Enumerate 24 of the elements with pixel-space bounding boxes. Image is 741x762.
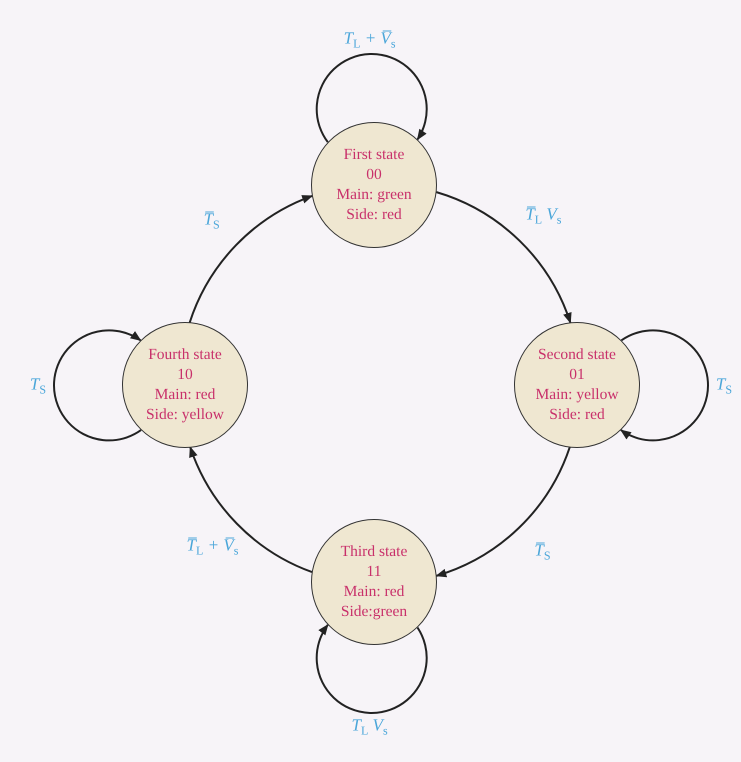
state-text: Main: red	[344, 582, 404, 602]
state-text: Second state	[538, 345, 616, 365]
state-text: First state	[344, 145, 404, 165]
state-text: 11	[366, 562, 382, 582]
state-text: Fourth state	[148, 345, 222, 365]
state-text: Main: yellow	[535, 385, 619, 405]
state-text: 10	[177, 365, 193, 385]
state-text: Main: red	[154, 385, 216, 405]
state-text: 00	[366, 165, 382, 185]
self-loop-arrow	[620, 329, 709, 442]
state-text: Side: red	[346, 205, 402, 225]
transition-arrow	[188, 194, 314, 324]
state-text: Third state	[340, 542, 408, 562]
self-loop-arrow	[316, 624, 428, 714]
state-text: 01	[569, 365, 585, 385]
self-loop-arrow	[316, 53, 428, 143]
self-loop-arrow	[53, 329, 142, 442]
state-text: Main: green	[336, 185, 412, 205]
transition-arrow	[189, 446, 312, 574]
state-text: Side: red	[549, 405, 605, 425]
state-text: Side: yellow	[146, 405, 224, 425]
state-text: Side:green	[340, 602, 408, 622]
transition-arrow	[436, 191, 572, 324]
transition-arrow	[435, 446, 571, 577]
